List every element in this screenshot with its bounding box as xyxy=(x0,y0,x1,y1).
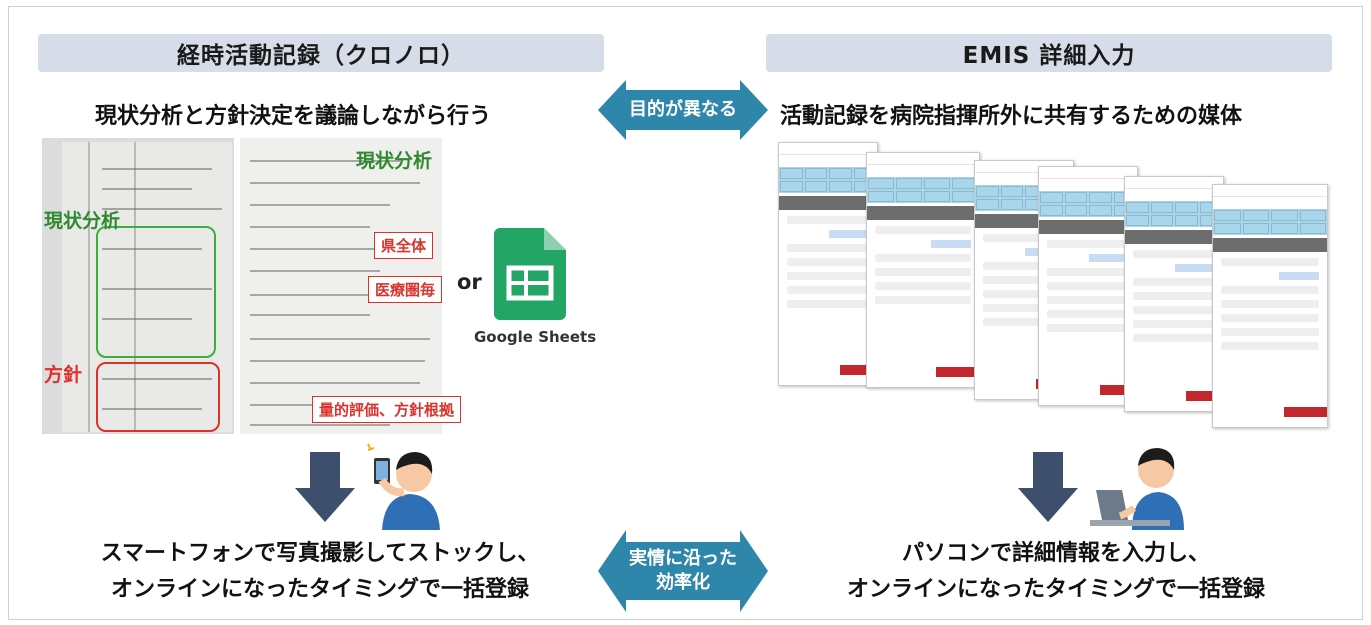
sheets-icon xyxy=(494,228,566,320)
left-subtitle: 現状分析と方針決定を議論しながら行う xyxy=(95,104,492,129)
policy-highlight-box xyxy=(96,362,220,432)
chronology-photo-left xyxy=(42,138,234,434)
down-arrow-icon xyxy=(295,452,355,526)
right-bottom-line2: オンラインになったタイミングで一括登録 xyxy=(846,577,1265,602)
left-bottom-line1: スマートフォンで写真撮影してストックし、 xyxy=(100,541,540,566)
left-header: 経時活動記録（クロノロ） xyxy=(38,34,604,72)
person-phone-icon xyxy=(360,440,450,530)
double-arrow-icon xyxy=(598,80,768,140)
efficiency-arrow: 実情に沿った 効率化 xyxy=(598,530,768,612)
emis-screen-2 xyxy=(866,152,980,388)
double-arrow-icon xyxy=(598,530,768,612)
emis-screen-4 xyxy=(1038,166,1138,406)
sheets-label: Google Sheets xyxy=(474,328,597,346)
purpose-differs-arrow: 目的が異なる xyxy=(598,80,768,140)
or-text: or xyxy=(457,270,482,294)
analysis-label-left: 現状分析 xyxy=(44,210,121,232)
analysis-highlight-box xyxy=(96,226,216,358)
policy-label: 方針 xyxy=(44,364,83,386)
down-arrow-icon xyxy=(1018,452,1078,526)
emis-screen-1 xyxy=(778,142,878,386)
left-bottom-line2: オンラインになったタイミングで一括登録 xyxy=(110,577,529,602)
person-pc-icon xyxy=(1086,436,1196,530)
right-subtitle: 活動記録を病院指揮所外に共有するための媒体 xyxy=(780,104,1243,129)
evaluation-tag: 量的評価、方針根拠 xyxy=(312,396,462,423)
medical-area-tag: 医療圏毎 xyxy=(368,276,443,303)
purpose-differs-label: 目的が異なる xyxy=(629,99,737,120)
prefecture-tag: 県全体 xyxy=(374,232,434,259)
efficiency-label-line1: 実情に沿った xyxy=(629,548,737,569)
emis-screen-6 xyxy=(1212,184,1328,428)
efficiency-label-line2: 効率化 xyxy=(656,572,710,593)
right-bottom-text: パソコンで詳細情報を入力し、 オンラインになったタイミングで一括登録 xyxy=(776,536,1336,608)
right-bottom-line1: パソコンで詳細情報を入力し、 xyxy=(901,541,1210,566)
emis-screen-5 xyxy=(1124,176,1224,412)
left-bottom-text: スマートフォンで写真撮影してストックし、 オンラインになったタイミングで一括登録 xyxy=(40,536,600,608)
right-header: EMIS 詳細入力 xyxy=(766,34,1332,72)
analysis-label-right: 現状分析 xyxy=(356,150,433,172)
